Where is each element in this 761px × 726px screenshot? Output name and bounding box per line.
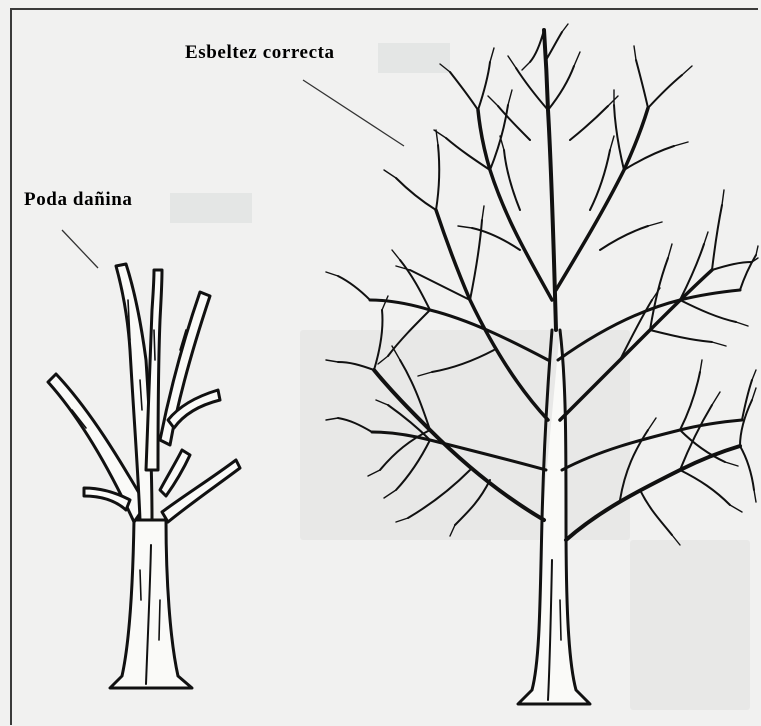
main-leader xyxy=(544,30,556,330)
scaffold-branch xyxy=(566,446,740,540)
pruned-tree xyxy=(48,264,240,688)
scaffold-branch xyxy=(436,210,548,420)
trunk-crack xyxy=(560,600,561,640)
scaffold-branch xyxy=(556,108,648,290)
stub-branch xyxy=(160,450,190,496)
healthy-trunk xyxy=(518,330,590,704)
scaffold-branch xyxy=(374,370,544,520)
scaffold-branch xyxy=(370,300,548,360)
scaffold-branch xyxy=(562,420,742,470)
healthy-tree xyxy=(326,24,758,704)
healthy-tree-pointer-line xyxy=(303,80,404,146)
scaffold-branch xyxy=(558,290,740,360)
stub-branch xyxy=(160,292,210,445)
trunk-crack xyxy=(140,570,141,600)
trunk-crack xyxy=(159,600,160,640)
scaffold-branch xyxy=(478,110,552,300)
pruned-tree-pointer-line xyxy=(62,230,98,268)
